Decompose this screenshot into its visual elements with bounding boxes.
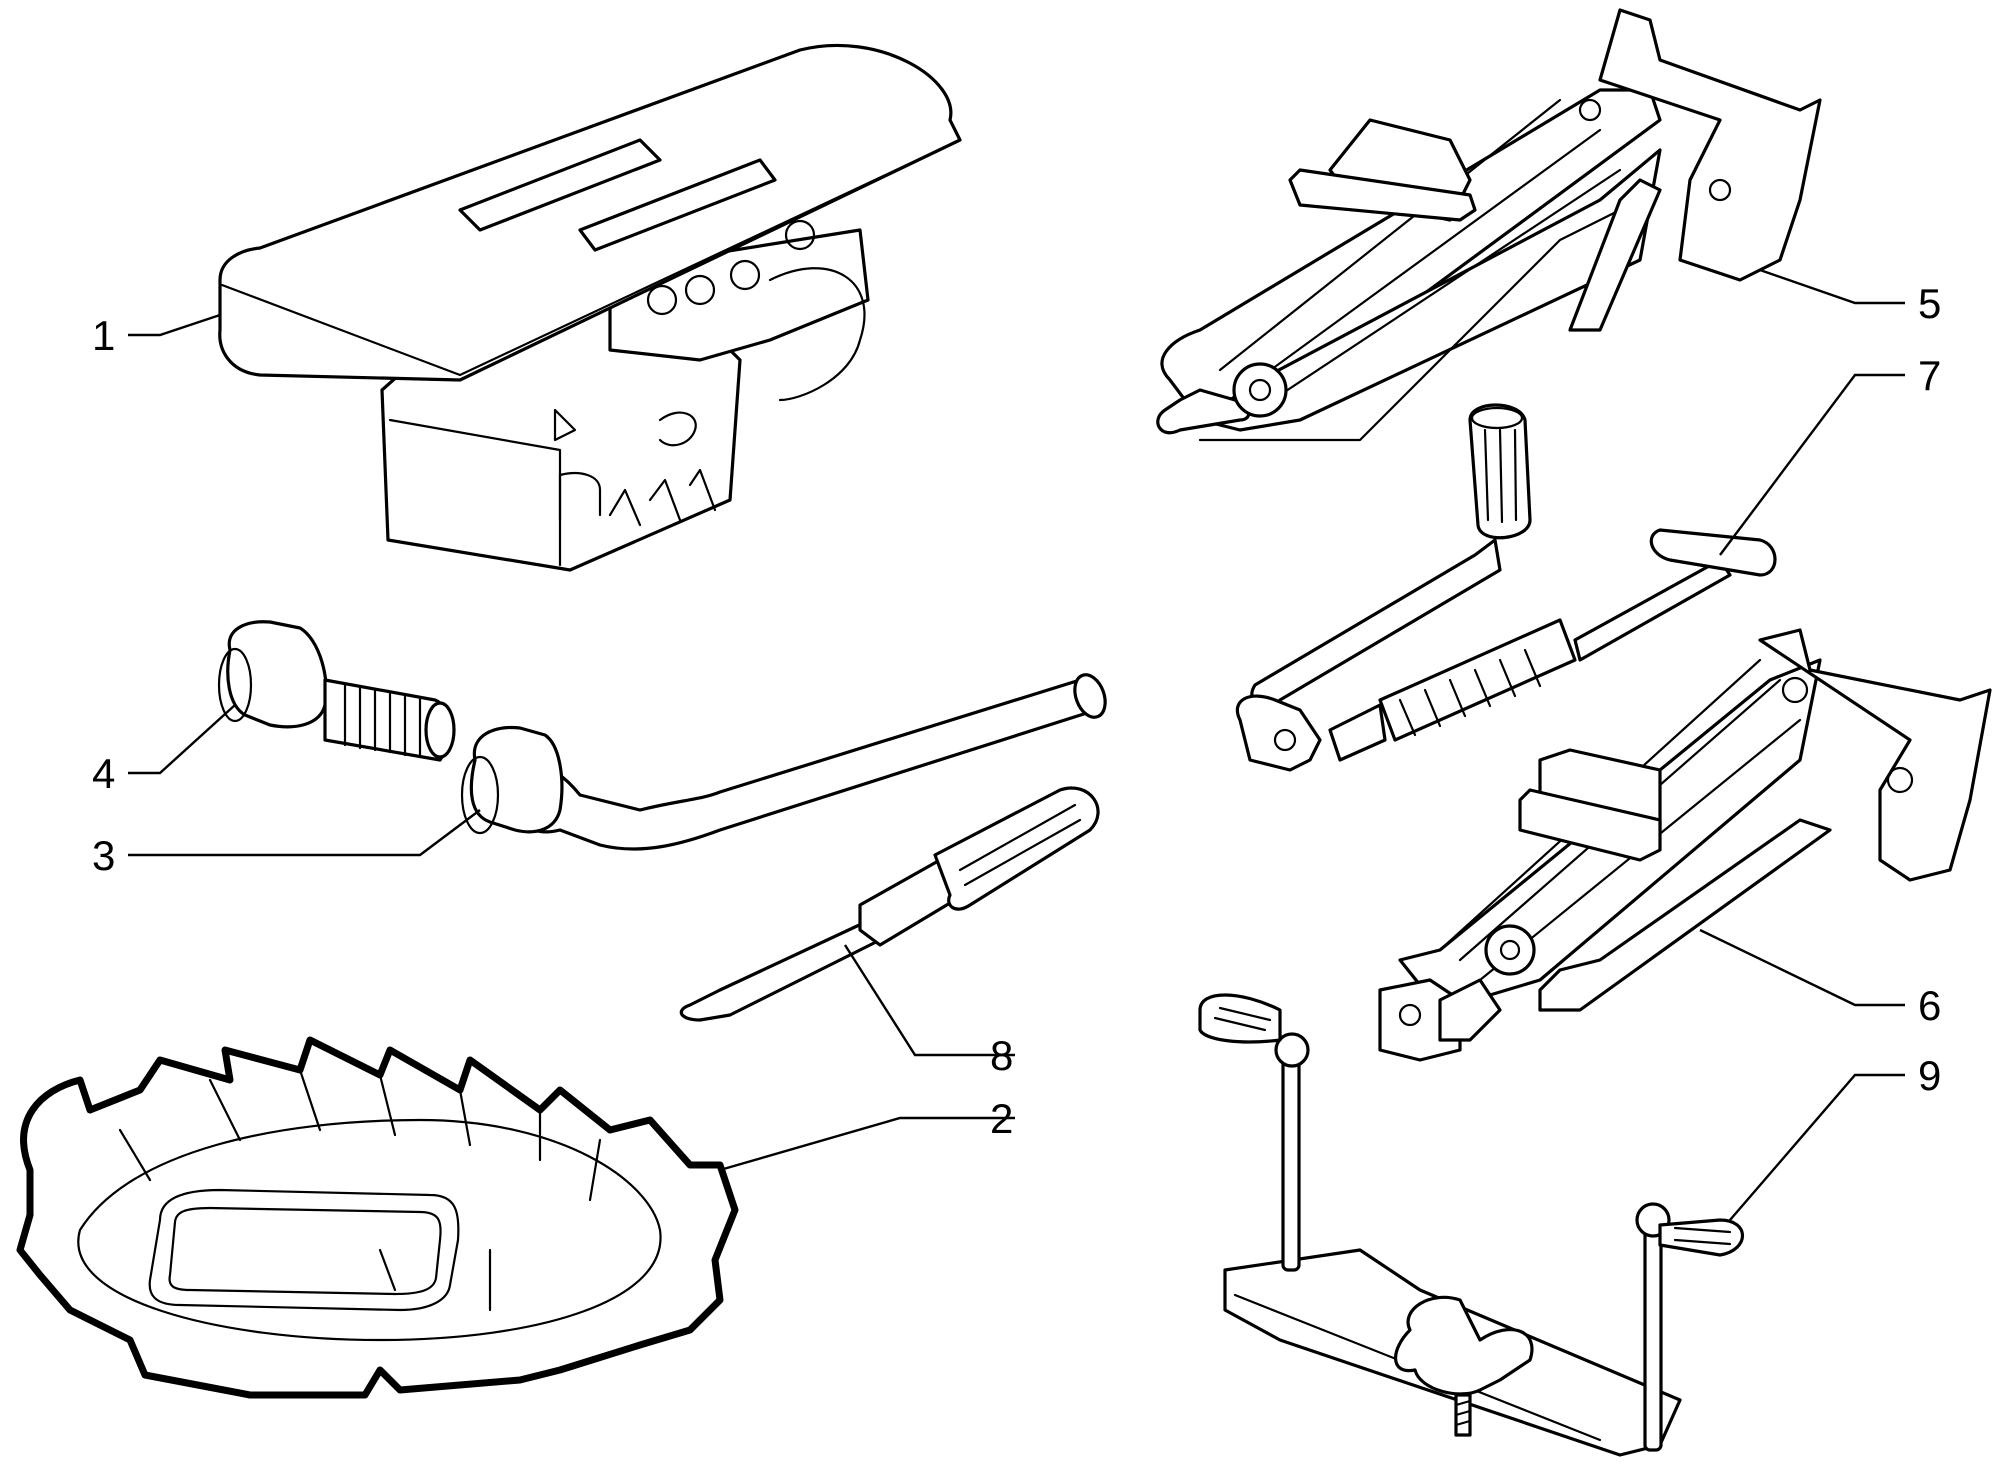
callout-5: 5 xyxy=(1918,280,1941,327)
leader-2 xyxy=(719,1116,1015,1172)
part-5-scissor-jack xyxy=(1156,8,1822,442)
leader-9 xyxy=(1729,1073,1905,1221)
part-2-wheel-support xyxy=(16,1036,739,1399)
leader-5 xyxy=(1759,268,1905,305)
callout-7: 7 xyxy=(1918,352,1941,399)
leader-1 xyxy=(128,313,221,337)
leader-6 xyxy=(1699,928,1905,1007)
part-6-scissor-jack xyxy=(1378,628,1992,1062)
callout-6: 6 xyxy=(1918,982,1941,1029)
part-3-wheel-wrench xyxy=(460,673,1107,851)
leader-4 xyxy=(128,704,236,775)
leader-8 xyxy=(843,944,1015,1057)
part-1-tool-tray xyxy=(218,43,962,572)
callout-9: 9 xyxy=(1918,1052,1941,1099)
leader-3 xyxy=(128,809,481,857)
callout-3: 3 xyxy=(92,832,115,879)
callout-4: 4 xyxy=(92,750,115,797)
leader-lines xyxy=(128,268,1905,1221)
callout-2: 2 xyxy=(990,1095,1013,1142)
callout-1: 1 xyxy=(92,312,115,359)
part-8-screwdriver xyxy=(679,786,1100,1022)
part-7-jack-crank xyxy=(1235,403,1777,772)
callout-labels: 1 2 3 4 5 6 7 8 9 xyxy=(92,280,1941,1142)
callout-8: 8 xyxy=(990,1032,1013,1079)
part-9-support-bracket xyxy=(1198,993,1745,1457)
leader-7 xyxy=(1719,373,1905,556)
part-4-socket-extension xyxy=(217,620,456,762)
